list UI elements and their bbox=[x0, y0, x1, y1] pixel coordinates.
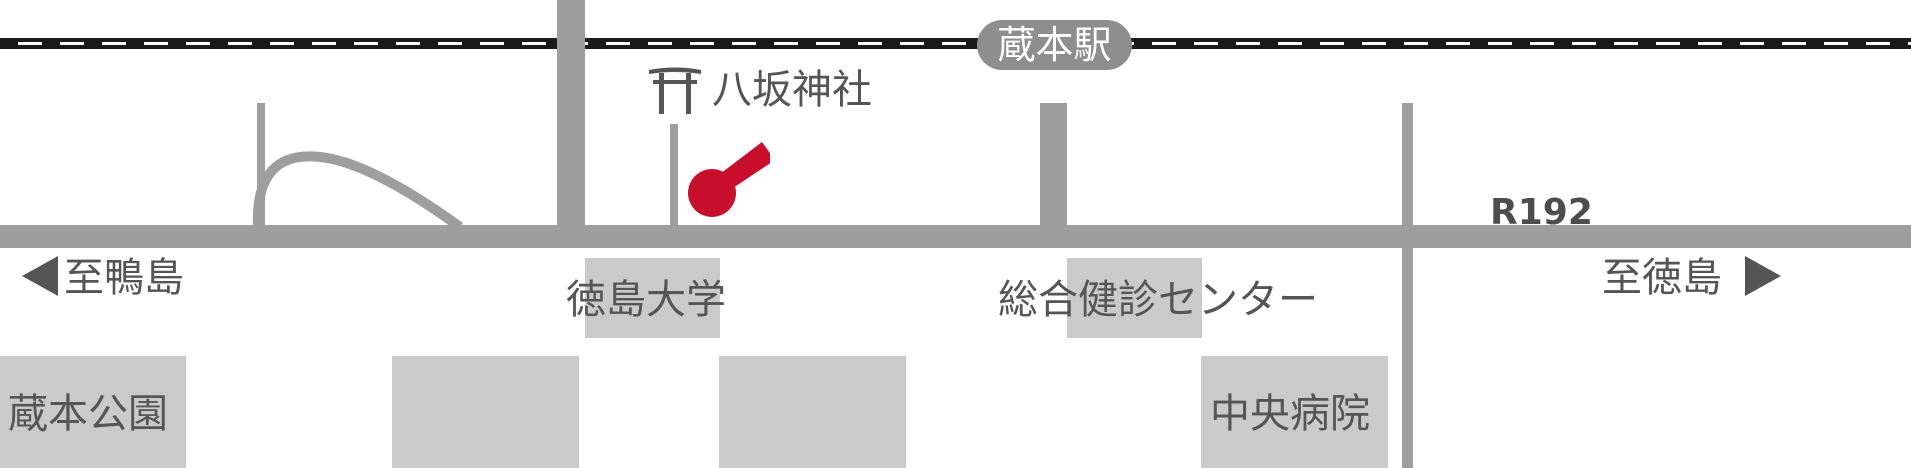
side-street-1 bbox=[257, 103, 265, 227]
railway-dashes bbox=[0, 42, 1911, 45]
block-lower-1 bbox=[392, 356, 579, 468]
block-park bbox=[0, 356, 186, 468]
park-label: 蔵本公園 bbox=[8, 391, 168, 437]
block-hospital bbox=[1201, 356, 1388, 468]
arrow-left-icon bbox=[22, 256, 58, 296]
health-center-label: 総合健診センター bbox=[998, 277, 1318, 323]
direction-east-label: 至徳島 bbox=[1602, 255, 1722, 301]
direction-west-label: 至鴨島 bbox=[64, 255, 184, 301]
side-street-3 bbox=[670, 124, 678, 228]
arrow-right-icon bbox=[1745, 256, 1781, 296]
block-university bbox=[585, 258, 720, 338]
block-lower-2 bbox=[719, 356, 906, 468]
block-health-center bbox=[1067, 258, 1202, 338]
location-pin-icon bbox=[688, 142, 770, 217]
side-street-4 bbox=[1040, 103, 1067, 228]
torii-icon bbox=[649, 67, 701, 114]
main-road-r192 bbox=[0, 225, 1911, 248]
university-label: 徳島大学 bbox=[566, 277, 726, 323]
station-label: 蔵本駅 bbox=[977, 20, 1132, 70]
side-street-5 bbox=[1402, 103, 1413, 468]
hospital-label: 中央病院 bbox=[1210, 391, 1370, 437]
route-number: R192 bbox=[1490, 192, 1593, 233]
shrine-label: 八坂神社 bbox=[712, 67, 872, 113]
side-street-2 bbox=[557, 0, 585, 228]
